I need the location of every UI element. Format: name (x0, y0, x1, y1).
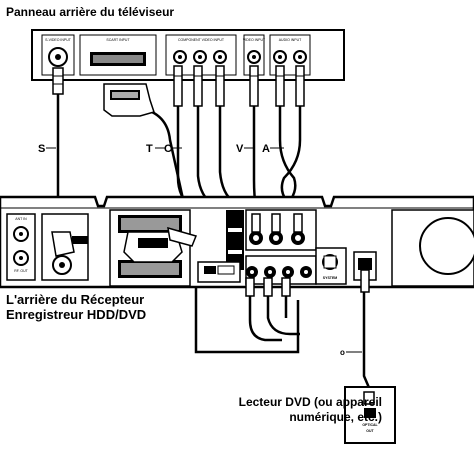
svideo-plug-top (52, 67, 64, 95)
optical-cable (362, 290, 372, 391)
component-plugs-top (173, 65, 225, 107)
cable-label-o: o (340, 348, 345, 357)
video-plug-top (249, 65, 259, 107)
receiver-svideo-output (41, 213, 89, 281)
system-label: SYSTEM (323, 276, 337, 280)
dvd-caption-line1: Lecteur DVD (ou appareil (238, 395, 382, 409)
dvd-player: OPTICAL OUT (344, 386, 396, 444)
cable-labels: S T C V A o (38, 143, 362, 357)
dvd-caption: Lecteur DVD (ou appareil numérique, etc.… (239, 395, 382, 425)
scart-cable (151, 110, 300, 354)
receiver-caption: L'arrière du Récepteur Enregistreur HDD/… (6, 292, 146, 322)
scart-plug-top (103, 83, 155, 117)
cable-label-a: A (262, 143, 270, 155)
cable-label-v: V (236, 143, 244, 155)
tv-scart-label: SCART INPUT (106, 38, 130, 42)
rf-out-label: RF. OUT (14, 269, 28, 273)
optical-label: OPTICAL (362, 423, 378, 427)
cable-label-s: S (38, 143, 45, 155)
ant-in-label: ANT IN (15, 217, 27, 221)
audio-plugs-top (275, 65, 305, 107)
receiver-caption-line2: Enregistreur HDD/DVD (6, 307, 147, 322)
receiver-optical-input (353, 251, 377, 293)
tv-component-label: COMPONENT VIDEO INPUT (178, 38, 225, 42)
tv-video-label: VIDEO INPUT (243, 38, 266, 42)
receiver-back-panel: ANT IN RF. OUT (0, 195, 474, 297)
cable-label-t: T (146, 143, 153, 155)
tv-back-panel: S-VIDEO INPUT SCART INPUT COMPONENT VIDE… (31, 29, 345, 81)
receiver-scart-sockets (109, 209, 198, 287)
tv-plugs (52, 65, 305, 117)
receiver-switch (197, 261, 241, 283)
receiver-side-strip (226, 210, 244, 270)
tv-back-caption: Panneau arrière du téléviseur (6, 5, 175, 19)
receiver-av-inputs (245, 209, 317, 251)
out-label: OUT (366, 429, 374, 433)
tv-video-input: VIDEO INPUT (243, 34, 266, 76)
receiver-component-outputs (245, 255, 317, 297)
antenna-section: ANT IN RF. OUT (6, 213, 36, 281)
receiver-system-connector: SYSTEM (315, 247, 347, 285)
dvd-caption-line2: numérique, etc.) (289, 410, 382, 424)
tv-audio-label: AUDIO INPUT (279, 38, 302, 42)
tv-svideo-label: S-VIDEO INPUT (45, 38, 72, 42)
receiver-caption-line1: L'arrière du Récepteur (6, 292, 145, 307)
tv-scart-input: SCART INPUT (79, 34, 157, 76)
receiver-fan (391, 209, 474, 287)
cable-label-c: C (164, 143, 172, 155)
